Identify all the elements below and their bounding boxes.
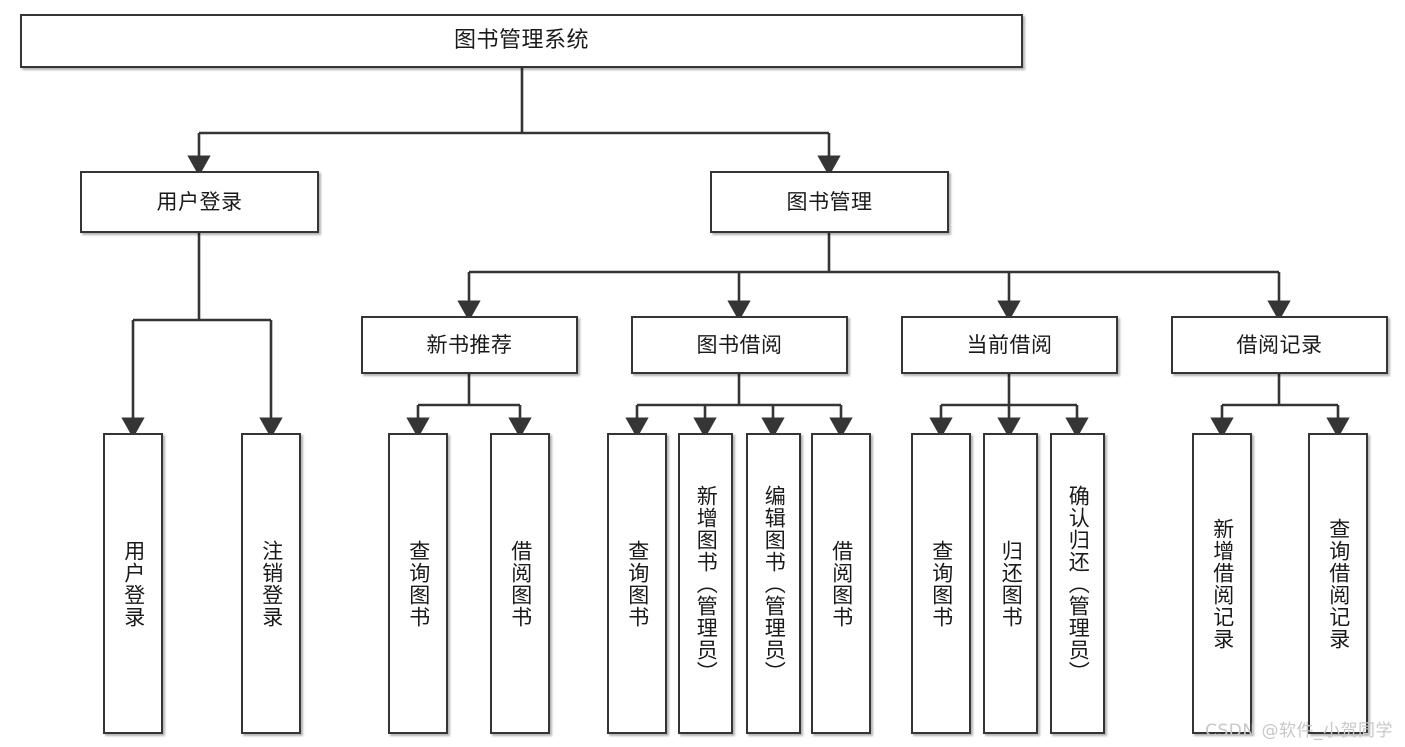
node-label: 编辑图书（管理员） (762, 484, 787, 683)
node-current-borrow[interactable]: 当前借阅 (901, 316, 1118, 374)
node-book-borrow[interactable]: 图书借阅 (631, 316, 848, 374)
node-label: 图书管理系统 (453, 28, 589, 53)
node-label: 注销登录 (259, 539, 284, 628)
csdn-watermark: CSDN @软件_小贺同学 (1205, 721, 1393, 741)
node-new-book-recommend[interactable]: 新书推荐 (361, 316, 578, 374)
node-label: 用户登录 (121, 539, 146, 628)
node-label: 确认归还（管理员） (1066, 484, 1091, 683)
node-user-login[interactable]: 用户登录 (80, 171, 319, 233)
leaf-user-login[interactable]: 用户登录 (103, 433, 163, 734)
leaf-confirm-return[interactable]: 确认归还（管理员） (1050, 433, 1105, 734)
node-borrow-record[interactable]: 借阅记录 (1171, 316, 1388, 374)
node-label: 查询图书 (625, 539, 650, 628)
node-label: 用户登录 (156, 189, 243, 214)
node-label: 归还图书 (999, 539, 1024, 628)
node-label: 图书借阅 (696, 332, 783, 357)
node-label: 查询借阅记录 (1326, 517, 1351, 650)
node-label: 图书管理 (786, 189, 873, 214)
node-label: 查询图书 (406, 539, 431, 628)
node-label: 新增图书（管理员） (694, 484, 719, 683)
node-label: 借阅记录 (1236, 332, 1323, 357)
node-label: 借阅图书 (508, 539, 533, 628)
node-label: 当前借阅 (966, 332, 1053, 357)
node-label: 新增借阅记录 (1210, 517, 1235, 650)
node-book-manage[interactable]: 图书管理 (710, 171, 949, 233)
leaf-borrow-book[interactable]: 借阅图书 (811, 433, 871, 734)
leaf-borrow-book-recommend[interactable]: 借阅图书 (490, 433, 550, 734)
node-label: 借阅图书 (829, 539, 854, 628)
node-label: 新书推荐 (426, 332, 513, 357)
leaf-add-book[interactable]: 新增图书（管理员） (678, 433, 733, 734)
leaf-query-book-recommend[interactable]: 查询图书 (388, 433, 448, 734)
leaf-query-book-borrow[interactable]: 查询图书 (607, 433, 667, 734)
leaf-query-book-current[interactable]: 查询图书 (911, 433, 971, 734)
node-label: 查询图书 (929, 539, 954, 628)
node-root-book-management-system[interactable]: 图书管理系统 (20, 14, 1023, 68)
leaf-query-borrow-record[interactable]: 查询借阅记录 (1308, 433, 1368, 734)
leaf-return-book[interactable]: 归还图书 (983, 433, 1038, 734)
leaf-edit-book[interactable]: 编辑图书（管理员） (746, 433, 801, 734)
leaf-add-borrow-record[interactable]: 新增借阅记录 (1192, 433, 1252, 734)
leaf-logout-login[interactable]: 注销登录 (241, 433, 301, 734)
